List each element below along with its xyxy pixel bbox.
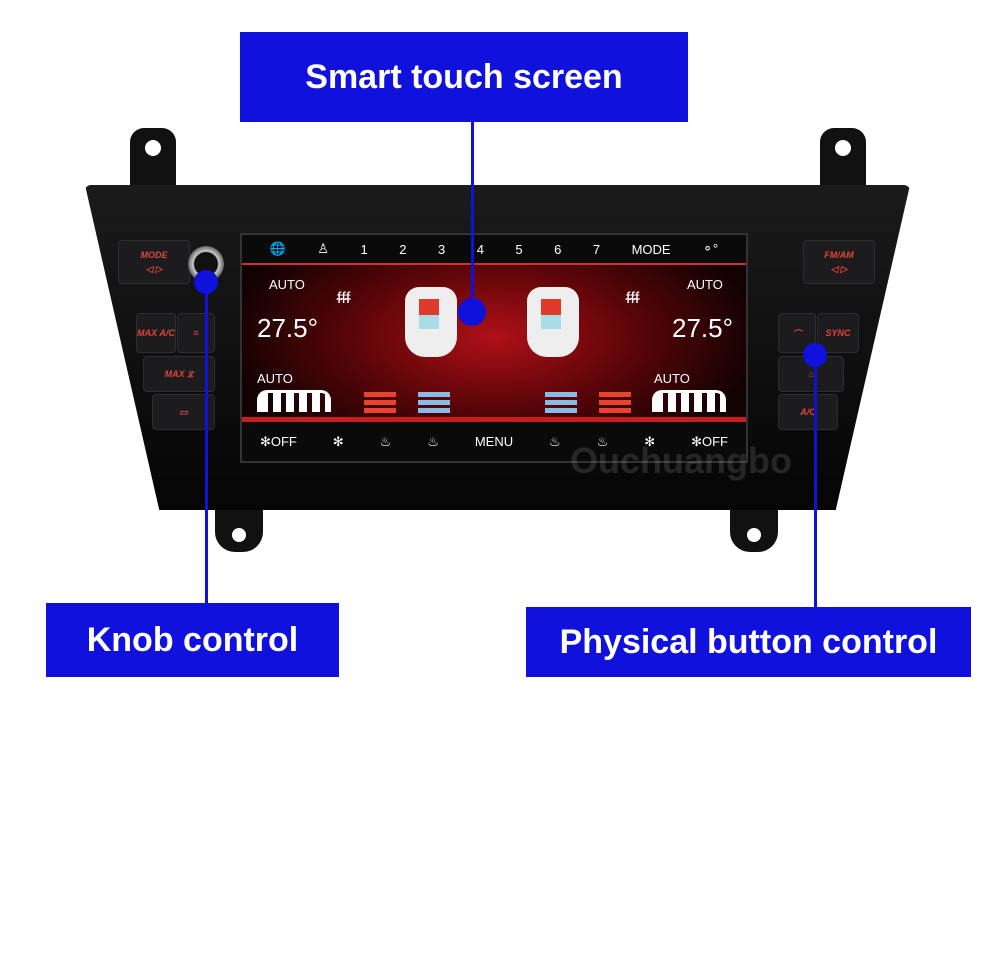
callout-dot-knob	[194, 270, 218, 294]
settings-icon[interactable]: ⚬°	[702, 241, 719, 256]
rear-defrost-button[interactable]: ▭	[152, 394, 215, 430]
left-auto-label: AUTO	[269, 277, 305, 292]
left-defrost-icon[interactable]: ᵮᵮᵮ	[337, 290, 351, 307]
right-fan-auto-label: AUTO	[654, 371, 690, 386]
screen-bottom-bar: ✻OFF ✻ ♨ ♨ MENU ♨ ♨ ✻ ✻OFF	[242, 417, 746, 461]
callout-physical-buttons: Physical button control	[526, 607, 971, 677]
fm-am-label: FM/AM	[824, 249, 854, 260]
right-defrost-icon[interactable]: ᵮᵮᵮ	[626, 290, 640, 307]
right-seat-vent-icon[interactable]: ♨	[549, 433, 561, 449]
left-seat-icon[interactable]	[405, 287, 457, 357]
max-ac-button[interactable]: MAX A/C	[136, 313, 176, 353]
right-temperature[interactable]: 27.5°	[672, 313, 734, 343]
callout-knob-label: Knob control	[86, 620, 299, 659]
recirculation-button[interactable]: ≡	[177, 313, 215, 353]
rear-defrost-icon: ▭	[179, 406, 188, 417]
fm-am-button[interactable]: FM/AM ◁ ▷	[803, 240, 875, 284]
callout-buttons-label: Physical button control	[559, 622, 938, 661]
callout-line-knob	[205, 282, 208, 603]
ac-button[interactable]: A/C	[778, 394, 838, 430]
max-defrost-button[interactable]: MAX ⧖	[143, 356, 215, 392]
fan-speed-5[interactable]: 5	[515, 241, 523, 257]
max-defrost-label: MAX ⧖	[164, 368, 194, 379]
left-seat-heat-icon[interactable]: ♨	[379, 433, 392, 449]
right-seat-icon[interactable]	[527, 287, 579, 357]
fan-speed-4[interactable]: 4	[476, 241, 484, 257]
callout-touch-screen: Smart touch screen	[240, 32, 688, 122]
callout-line-touch	[471, 122, 474, 312]
right-fan-icon[interactable]: ✻	[644, 433, 656, 449]
mode-arrows: ◁ ▷	[145, 263, 163, 274]
fan-speed-1[interactable]: 1	[360, 241, 368, 257]
left-fan-icon[interactable]: ✻	[332, 433, 344, 449]
mode-tab[interactable]: MODE	[631, 241, 671, 257]
left-heat-level[interactable]	[364, 392, 396, 414]
right-seat-heat-icon[interactable]: ♨	[596, 433, 609, 449]
mount-tab-top-right	[820, 128, 866, 190]
mount-tab-top-left	[130, 128, 176, 190]
sync-label: SYNC	[825, 328, 851, 338]
left-seat-vent-icon[interactable]: ♨	[427, 433, 439, 449]
max-ac-label: MAX A/C	[137, 328, 175, 338]
left-fan-level[interactable]	[257, 390, 331, 412]
ac-label: A/C	[800, 407, 816, 417]
globe-icon[interactable]: 🌐	[269, 241, 286, 256]
mode-label: MODE	[140, 249, 168, 260]
fan-speed-6[interactable]: 6	[554, 241, 562, 257]
callout-knob: Knob control	[46, 603, 339, 677]
right-cool-level[interactable]	[545, 392, 577, 414]
fan-speed-7[interactable]: 7	[592, 241, 601, 257]
driver-icon[interactable]: ♙	[317, 241, 330, 256]
right-auto-label: AUTO	[687, 277, 723, 292]
watermark: Ouchuangbo	[570, 440, 792, 481]
touch-screen[interactable]: 🌐 ♙ 1 2 3 4 5 6 7 MODE ⚬° AUTO 27.5° ᵮᵮᵮ…	[240, 233, 748, 463]
callout-dot-touch	[458, 298, 486, 326]
right-fan-level[interactable]	[652, 390, 726, 412]
left-fan-off-button[interactable]: ✻OFF	[259, 433, 297, 449]
left-fan-auto-label: AUTO	[257, 371, 293, 386]
right-fan-off-button[interactable]: ✻OFF	[691, 433, 728, 449]
callout-line-buttons	[814, 355, 817, 607]
screen-top-bar: 🌐 ♙ 1 2 3 4 5 6 7 MODE ⚬°	[242, 235, 746, 265]
fan-speed-2[interactable]: 2	[399, 241, 407, 257]
callout-dot-buttons	[803, 343, 827, 367]
right-heat-level[interactable]	[599, 392, 631, 414]
left-cool-level[interactable]	[418, 392, 450, 414]
mode-button[interactable]: MODE ◁ ▷	[118, 240, 190, 284]
menu-button[interactable]: MENU	[474, 434, 514, 449]
fm-arrows: ◁ ▷	[830, 263, 848, 274]
fan-speed-3[interactable]: 3	[437, 241, 446, 257]
left-temperature[interactable]: 27.5°	[257, 313, 319, 343]
callout-touch-label: Smart touch screen	[305, 57, 623, 96]
